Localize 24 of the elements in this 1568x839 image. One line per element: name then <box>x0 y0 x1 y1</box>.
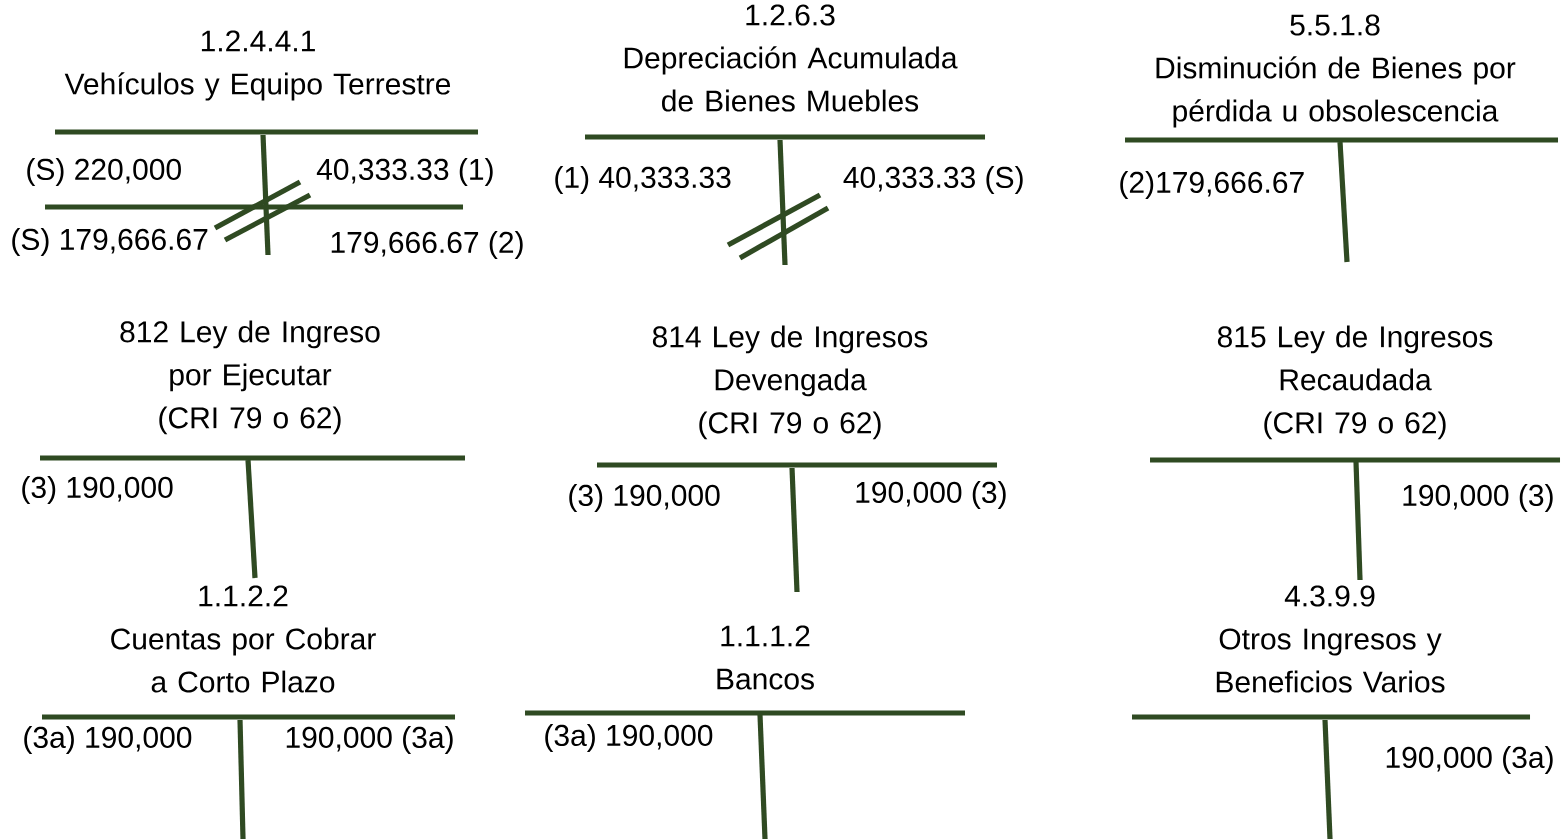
entry-amount: (3a) 190,000 <box>545 724 713 752</box>
entry-amount: 40,333.33 (1) <box>316 158 493 186</box>
account-title: 812 Ley de Ingreso por Ejecutar (CRI 79 o 62) <box>120 320 380 435</box>
entry-amount: 190,000 (3) <box>1403 484 1553 512</box>
entry-amount: (2)179,666.67 <box>1120 171 1304 199</box>
account-title: 815 Ley de Ingresos Recaudada (CRI 79 o 62) <box>1217 325 1493 440</box>
entry-amount: (3) 190,000 <box>569 484 720 512</box>
account-title: 1.1.1.2 Bancos <box>717 625 814 690</box>
entry-amount: (S) 220,000 <box>27 158 181 186</box>
entry-amount: (3) 190,000 <box>22 476 173 504</box>
entry-amount: (3a) 190,000 <box>24 726 192 754</box>
account-title: 5.5.1.8 Disminución de Bienes por pérdida u obsolescencia <box>1156 14 1516 128</box>
account-title: 1.1.2.2 Cuentas por Cobrar a Corto Plazo <box>111 585 376 693</box>
entry-amount: 190,000 (3a) <box>1386 746 1553 774</box>
entry-amount: 190,000 (3) <box>856 481 1006 509</box>
entry-amount: 190,000 (3a) <box>286 726 453 754</box>
entry-amount: 40,333.33 (S) <box>843 166 1023 194</box>
account-title: 1.2.4.4.1 Vehículos y Equipo Terrestre <box>64 30 451 101</box>
entry-amount: 179,666.67 (2) <box>331 231 523 259</box>
account-title: 814 Ley de Ingresos Devengada (CRI 79 o 62) <box>652 325 928 440</box>
account-title: 4.3.9.9 Otros Ingresos y Beneficios Varios <box>1216 585 1445 693</box>
account-title: 1.2.6.3 Depreciación Acumulada de Bienes Muebles <box>624 4 958 112</box>
entry-amount: (S) 179,666.67 <box>12 228 208 256</box>
entry-amount: (1) 40,333.33 <box>555 166 731 194</box>
